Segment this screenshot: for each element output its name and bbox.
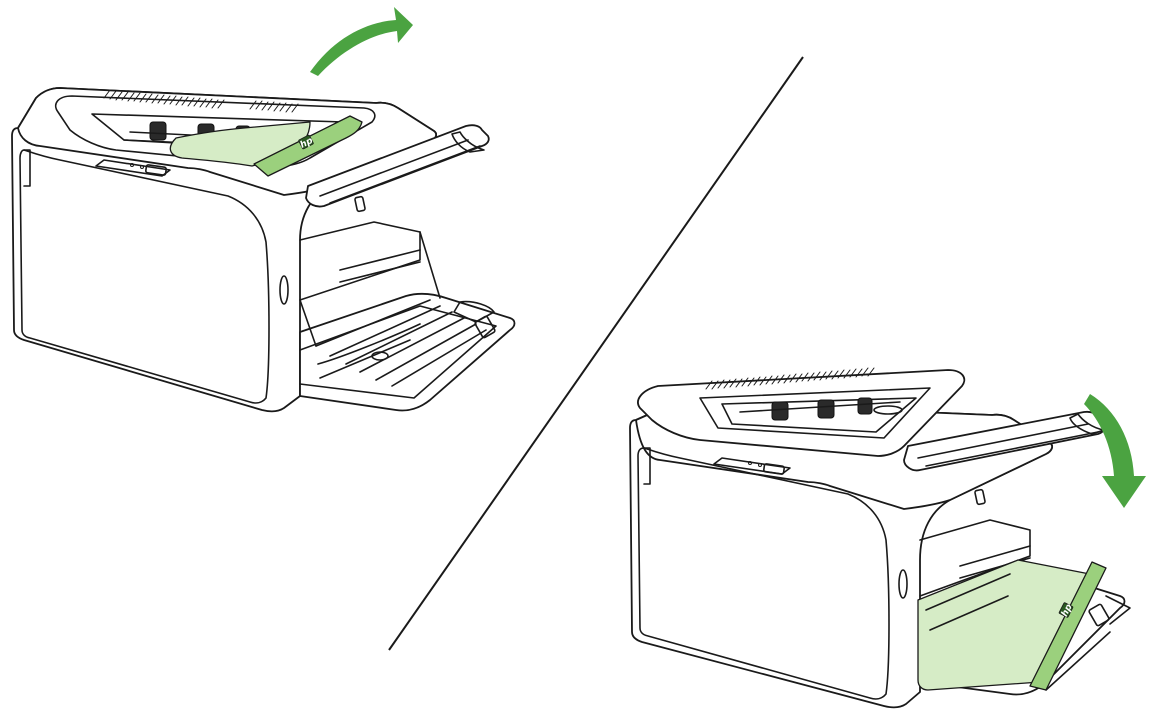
arrow-down-icon (1084, 394, 1146, 508)
printer-right: hp (630, 368, 1130, 707)
arrow-up-right-icon (310, 7, 413, 76)
left-input-tray (300, 222, 515, 411)
printer-left: hp (12, 88, 515, 411)
right-input-tray: hp (918, 560, 1130, 695)
